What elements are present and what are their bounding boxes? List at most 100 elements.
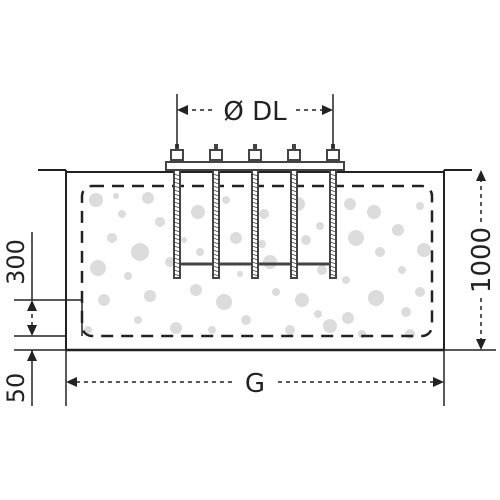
thread-mark: [290, 197, 298, 201]
thread-mark: [290, 209, 298, 213]
thread-mark: [329, 225, 337, 229]
thread-mark: [212, 253, 220, 257]
aggregate-stone: [170, 322, 182, 334]
aggregate-stone: [316, 222, 324, 230]
thread-mark: [329, 233, 337, 237]
aggregate-stone: [259, 209, 269, 219]
thread-mark: [212, 205, 220, 209]
thread-mark: [329, 249, 337, 253]
aggregate-stone: [134, 316, 142, 324]
thread-mark: [329, 181, 337, 185]
aggregate-stone: [301, 235, 311, 245]
aggregate-stone: [230, 232, 242, 244]
thread-mark: [290, 261, 298, 265]
aggregate-stone: [84, 326, 92, 334]
aggregate-stone: [155, 217, 165, 227]
thread-mark: [212, 241, 220, 245]
thread-mark: [290, 173, 298, 177]
thread-mark: [251, 177, 259, 181]
aggregate-stone: [367, 205, 381, 219]
thread-mark: [290, 193, 298, 197]
aggregate-stone: [90, 260, 106, 276]
diameter-dimension: Ø DL: [176, 94, 334, 148]
thread-mark: [173, 249, 181, 253]
thread-mark: [212, 213, 220, 217]
thread-mark: [212, 233, 220, 237]
aggregate-stone: [348, 230, 364, 246]
aggregate-stone: [124, 272, 132, 280]
thread-mark: [173, 189, 181, 193]
aggregate-stone: [190, 284, 202, 296]
aggregate-stone: [323, 319, 337, 333]
thread-mark: [212, 225, 220, 229]
aggregate-stone: [398, 266, 406, 274]
aggregate-stone: [344, 198, 356, 210]
thread-mark: [173, 241, 181, 245]
thread-mark: [251, 197, 259, 201]
thread-mark: [251, 225, 259, 229]
thread-mark: [251, 217, 259, 221]
anchor-nut: [287, 149, 301, 161]
thread-mark: [329, 185, 337, 189]
aggregate-stone: [314, 310, 322, 318]
thread-mark: [329, 209, 337, 213]
thread-mark: [251, 233, 259, 237]
thread-mark: [212, 261, 220, 265]
thread-mark: [212, 209, 220, 213]
aggregate-stone: [317, 265, 327, 275]
base-dimension: 50: [2, 373, 30, 404]
thread-mark: [212, 197, 220, 201]
aggregate-stone: [165, 257, 175, 267]
thread-mark: [173, 229, 181, 233]
thread-mark: [290, 189, 298, 193]
thread-mark: [290, 181, 298, 185]
thread-mark: [212, 273, 220, 277]
thread-mark: [173, 237, 181, 241]
aggregate-stone: [216, 294, 232, 310]
thread-mark: [173, 269, 181, 273]
thread-mark: [173, 233, 181, 237]
thread-mark: [329, 205, 337, 209]
thread-mark: [290, 237, 298, 241]
anchor-nut: [248, 149, 262, 161]
thread-mark: [290, 213, 298, 217]
aggregate-stone: [342, 312, 354, 324]
thread-mark: [251, 193, 259, 197]
thread-mark: [329, 241, 337, 245]
thread-mark: [173, 193, 181, 197]
anchor-nut: [326, 149, 340, 161]
aggregate-stone: [342, 276, 350, 284]
embed-label: 300: [2, 239, 30, 285]
diameter-label: Ø DL: [223, 97, 287, 127]
aggregate-stone: [241, 315, 251, 325]
base-plate: [165, 161, 345, 171]
thread-mark: [212, 177, 220, 181]
thread-mark: [251, 221, 259, 225]
thread-mark: [329, 193, 337, 197]
aggregate-stone: [113, 193, 119, 199]
aggregate-stone: [285, 325, 295, 335]
thread-mark: [212, 269, 220, 273]
aggregate-stone: [392, 224, 404, 236]
thread-mark: [329, 201, 337, 205]
thread-mark: [173, 173, 181, 177]
aggregate-stone: [368, 290, 384, 306]
thread-mark: [329, 173, 337, 177]
thread-mark: [251, 273, 259, 277]
thread-mark: [290, 273, 298, 277]
thread-mark: [329, 217, 337, 221]
aggregate-stone: [401, 307, 411, 317]
thread-mark: [212, 249, 220, 253]
base-label: 50: [2, 373, 30, 404]
thread-mark: [251, 249, 259, 253]
aggregate-stone: [375, 247, 385, 257]
thread-mark: [329, 229, 337, 233]
aggregate-texture: [84, 192, 431, 339]
thread-mark: [329, 253, 337, 257]
thread-mark: [290, 269, 298, 273]
thread-mark: [251, 241, 259, 245]
thread-mark: [212, 245, 220, 249]
thread-mark: [290, 253, 298, 257]
height-dimension: 1000: [444, 170, 497, 351]
